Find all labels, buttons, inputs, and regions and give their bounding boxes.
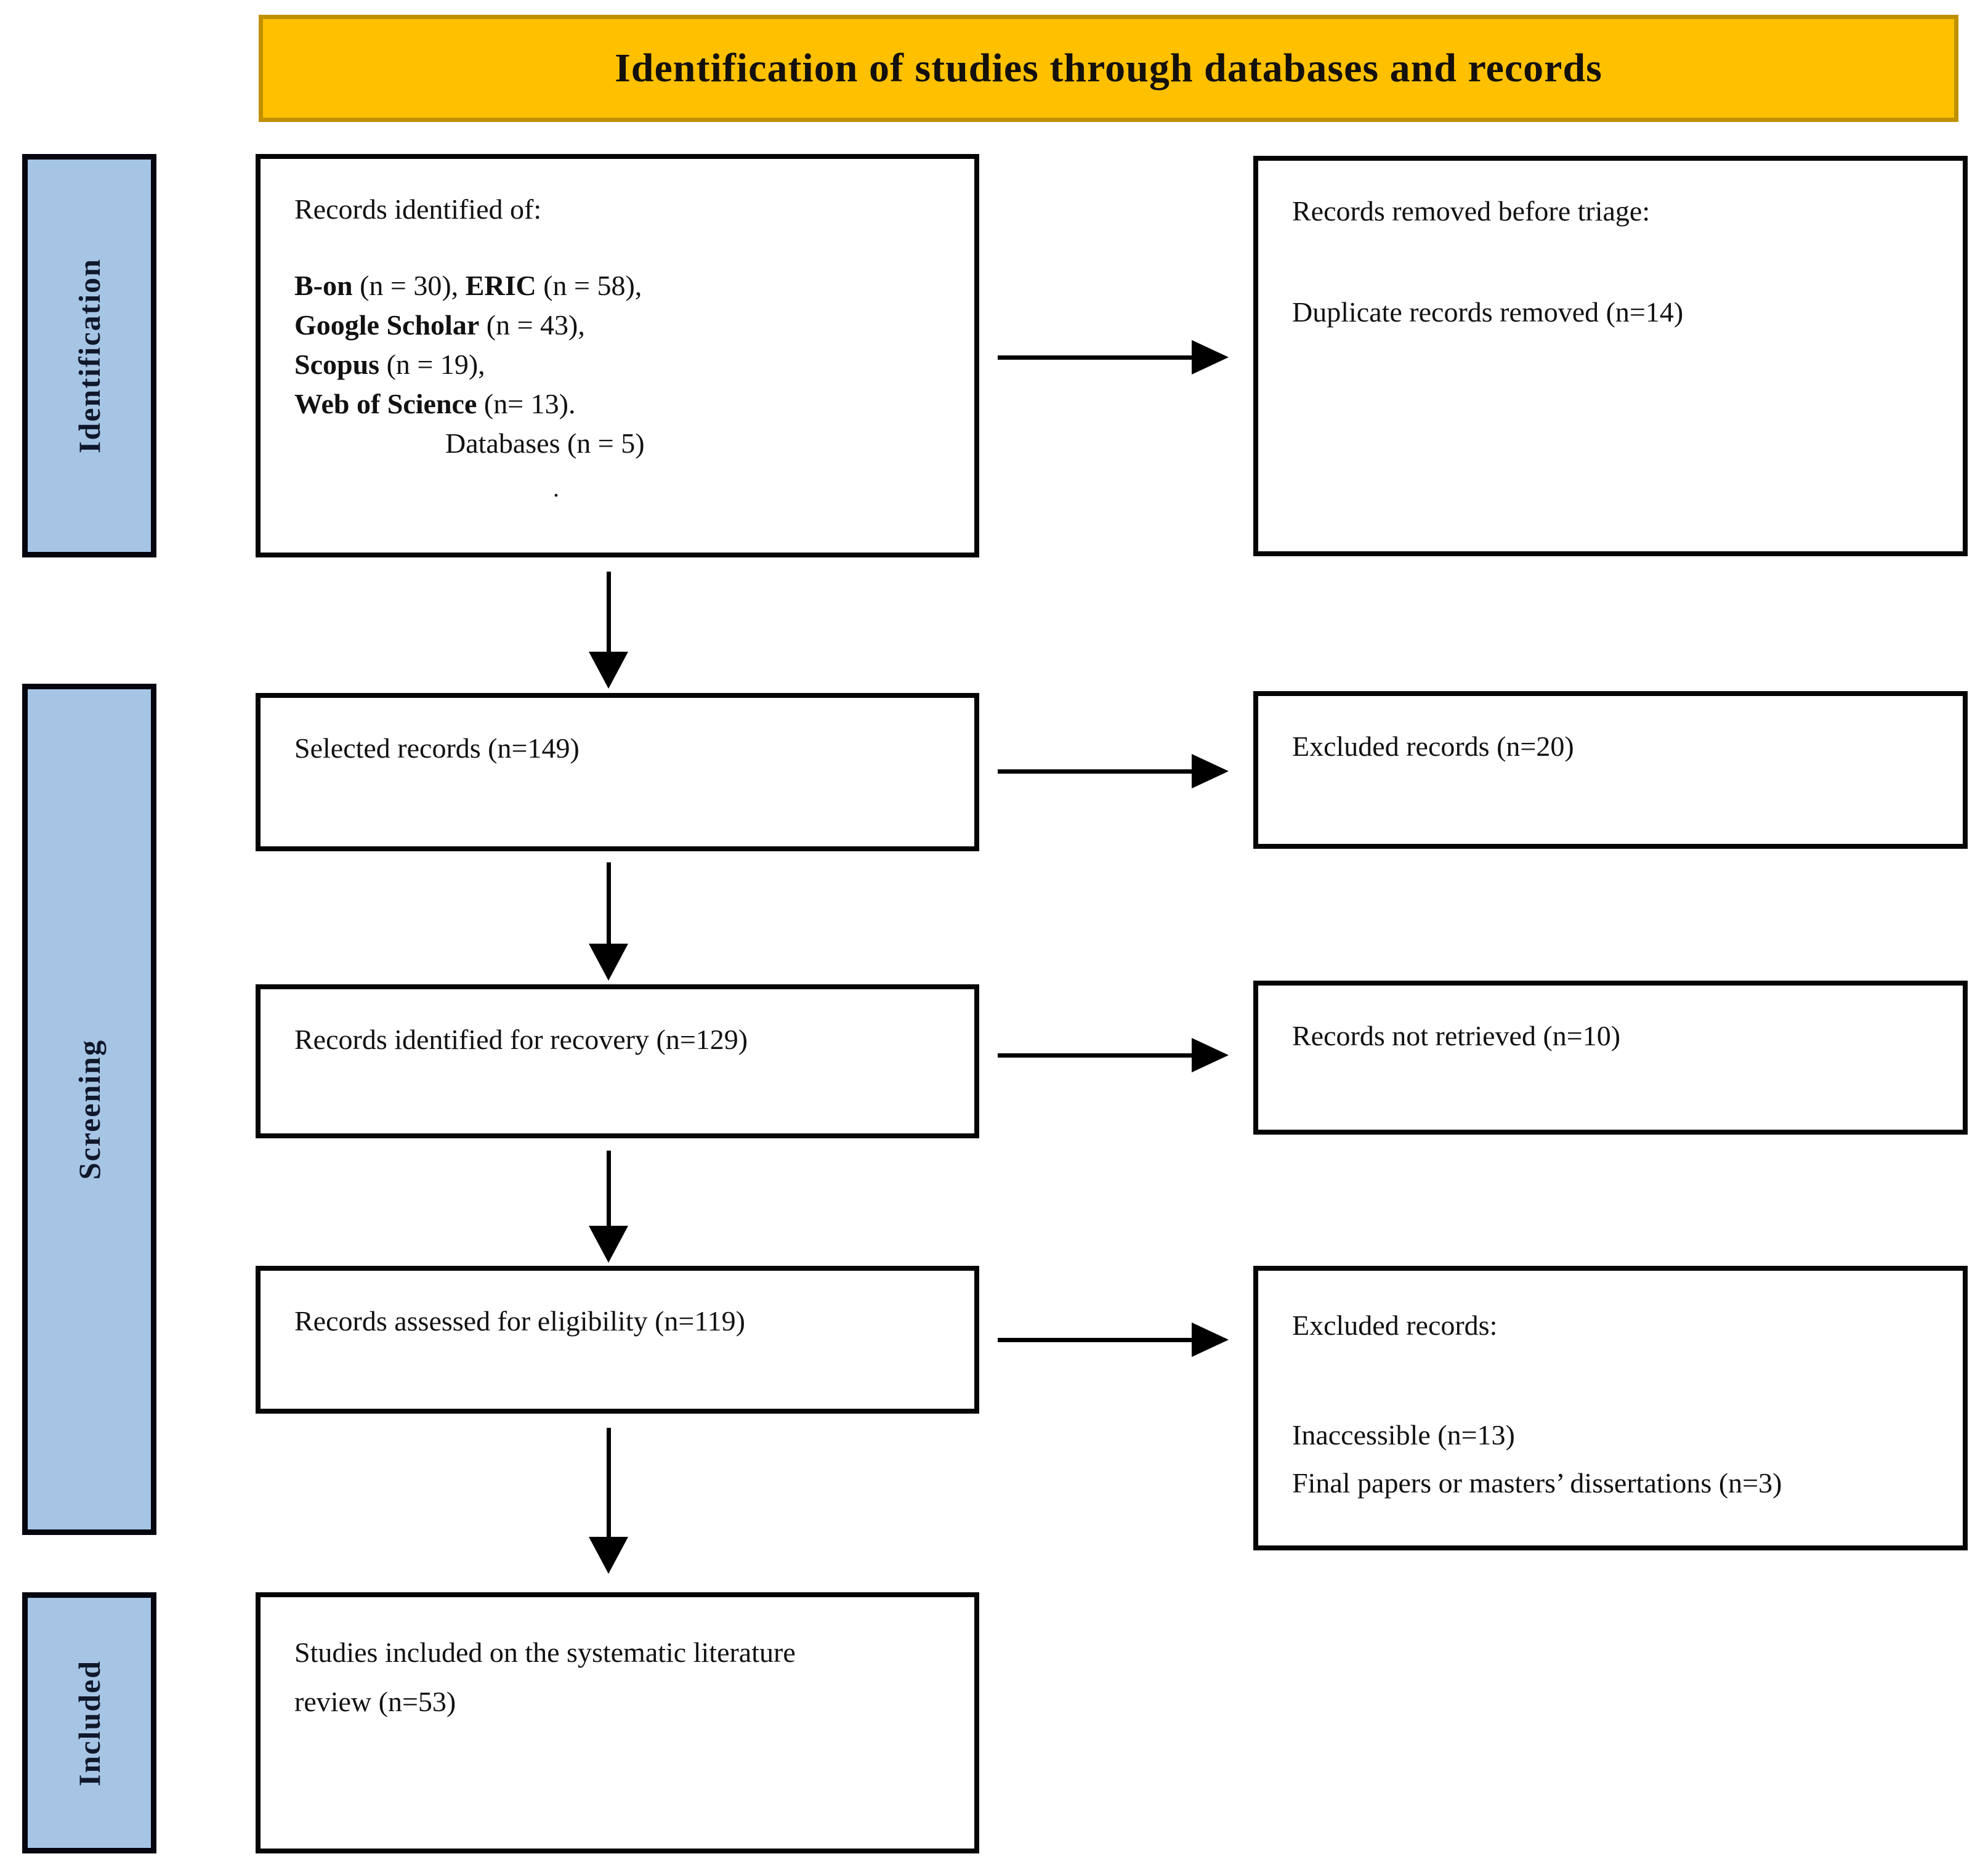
arrow-shaft [607, 1428, 611, 1538]
databases-line: Databases (n = 5) [445, 427, 645, 459]
source-name: ERIC [465, 270, 536, 301]
stage-box-screening: Screening [22, 684, 156, 1535]
box-records-not-retrieved: Records not retrieved (n=10) [1253, 981, 1968, 1135]
box-records-for-recovery: Records identified for recovery (n=129) [256, 984, 979, 1138]
duplicates-removed-text: Duplicate records removed (n=14) [1292, 296, 1684, 328]
arrowhead-down-icon [589, 944, 628, 981]
box-selected-records: Selected records (n=149) [256, 693, 979, 851]
stage-box-identification: Identification [22, 154, 156, 557]
box-records-identified: Records identified of: B-on (n = 30), ER… [256, 154, 979, 557]
records-identified-title: Records identified of: [294, 193, 542, 225]
source-name: Google Scholar [294, 309, 480, 341]
source-count: (n = 58), [536, 270, 642, 301]
box-records-assessed: Records assessed for eligibility (n=119) [256, 1266, 979, 1414]
excluded-records-title: Excluded records: [1292, 1310, 1498, 1341]
arrow-shaft [998, 1053, 1194, 1058]
arrow-shaft [998, 355, 1194, 360]
box-records-removed: Records removed before triage: Duplicate… [1253, 156, 1968, 556]
arrow-recovery-to-assessed [589, 1151, 628, 1263]
arrow-recovery-to-not-retrieved [998, 1038, 1229, 1072]
source-count: (n = 43), [479, 309, 585, 341]
box-excluded-records: Excluded records (n=20) [1253, 691, 1968, 849]
arrow-selected-to-excluded [998, 754, 1229, 788]
source-line: B-on (n = 30), ERIC (n = 58), [294, 266, 940, 306]
arrowhead-right-icon [1192, 340, 1229, 375]
arrow-shaft [998, 769, 1194, 774]
stage-label-screening: Screening [72, 1039, 107, 1180]
arrow-selected-to-recovery [589, 862, 628, 981]
arrow-assessed-to-included [589, 1428, 628, 1574]
box-excluded-records-eligibility: Excluded records: Inaccessible (n=13) Fi… [1253, 1266, 1968, 1550]
arrow-identified-to-removed [998, 340, 1229, 375]
stage-box-included: Included [22, 1592, 156, 1853]
selected-records-text: Selected records (n=149) [294, 732, 580, 764]
source-line: Scopus (n = 19), [294, 345, 940, 384]
arrowhead-down-icon [589, 1226, 628, 1263]
stage-label-included: Included [72, 1659, 107, 1786]
source-name: B-on [294, 270, 353, 301]
arrow-identified-to-selected [589, 572, 628, 689]
arrowhead-down-icon [589, 652, 628, 689]
records-for-recovery-text: Records identified for recovery (n=129) [294, 1024, 748, 1055]
arrow-shaft [607, 1151, 611, 1227]
source-line: Web of Science (n= 13). [294, 384, 940, 424]
studies-included-text: Studies included on the systematic liter… [294, 1637, 796, 1717]
stage-label-identification: Identification [72, 258, 107, 453]
source-count: (n = 30), [352, 270, 466, 301]
arrow-shaft [998, 1338, 1194, 1342]
arrowhead-right-icon [1192, 1038, 1229, 1072]
source-count: (n = 19), [379, 349, 485, 380]
title-banner-text: Identification of studies through databa… [615, 46, 1602, 91]
arrow-shaft [607, 572, 611, 653]
excluded-reason-inaccessible: Inaccessible (n=13) [1292, 1419, 1515, 1451]
source-count: (n= 13). [477, 388, 576, 419]
title-banner: Identification of studies through databa… [259, 15, 1958, 122]
arrow-shaft [607, 862, 611, 945]
source-name: Scopus [294, 349, 380, 380]
excluded-records-text: Excluded records (n=20) [1292, 731, 1574, 762]
arrowhead-down-icon [589, 1537, 628, 1574]
source-line: Google Scholar (n = 43), [294, 306, 940, 345]
box-studies-included: Studies included on the systematic liter… [256, 1592, 979, 1853]
records-not-retrieved-text: Records not retrieved (n=10) [1292, 1020, 1621, 1051]
arrowhead-right-icon [1192, 754, 1229, 788]
source-name: Web of Science [294, 388, 477, 419]
records-assessed-text: Records assessed for eligibility (n=119) [294, 1305, 745, 1337]
arrow-assessed-to-excluded [998, 1322, 1229, 1357]
excluded-reason-final-papers: Final papers or masters’ dissertations (… [1292, 1467, 1782, 1499]
arrowhead-right-icon [1192, 1322, 1229, 1357]
records-removed-title: Records removed before triage: [1292, 195, 1651, 227]
stray-dot: . [553, 474, 559, 502]
